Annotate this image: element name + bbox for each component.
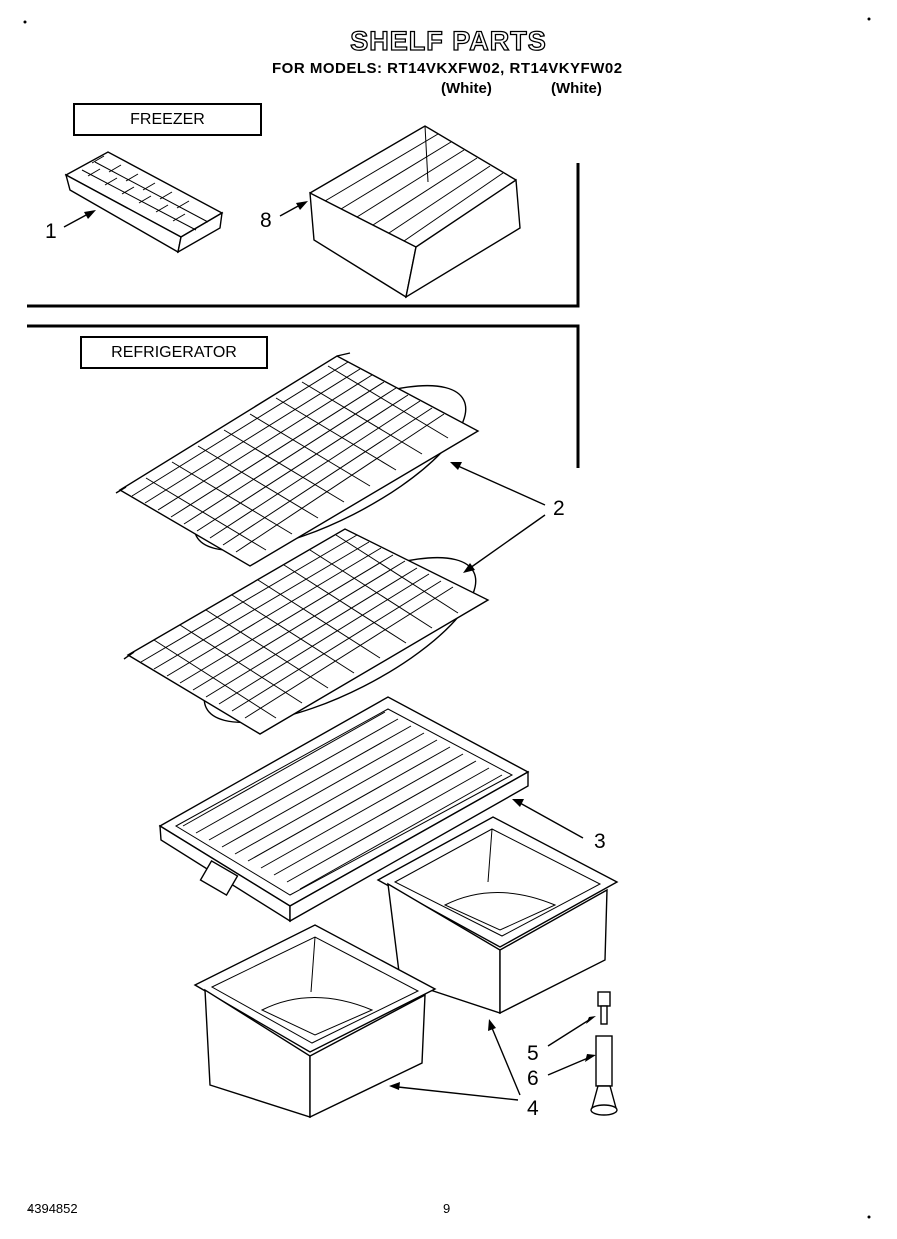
callout-arrow-1	[63, 210, 96, 228]
wire-shelf-lower	[123, 528, 490, 735]
callout-6: 6	[527, 1067, 539, 1090]
crisper-pan-left	[193, 924, 437, 1119]
scan-specks	[23, 17, 871, 1219]
page-title: SHELF PARTS	[350, 25, 547, 56]
section-frame-lines	[27, 163, 580, 468]
callout-1: 1	[45, 220, 57, 243]
leveling-leg	[590, 1035, 618, 1116]
freezer-section-label: FREEZER	[73, 103, 262, 136]
models-line: FOR MODELS: RT14VKXFW02, RT14VKYFW02	[272, 60, 623, 77]
callout-4: 4	[527, 1097, 539, 1120]
callout-arrow-6	[547, 1054, 596, 1076]
freezer-shelf	[309, 125, 521, 299]
document-number: 4394852	[27, 1201, 78, 1216]
callout-arrow-3	[512, 799, 584, 839]
callout-3: 3	[594, 830, 606, 853]
callout-8: 8	[260, 209, 272, 232]
refrigerator-section-label: REFRIGERATOR	[80, 336, 268, 369]
wire-shelf-upper	[115, 352, 480, 567]
color-note-left: (White)	[441, 80, 492, 97]
crisper-cover	[158, 696, 530, 923]
callout-arrows-2	[450, 462, 546, 573]
leveling-screw	[597, 991, 611, 1025]
callout-arrow-5	[547, 1016, 596, 1047]
callout-arrow-8	[279, 201, 308, 217]
color-note-right: (White)	[551, 80, 602, 97]
callout-2: 2	[553, 497, 565, 520]
page-number: 9	[443, 1201, 451, 1216]
ice-cube-tray	[64, 151, 224, 254]
callout-5: 5	[527, 1042, 539, 1065]
callout-arrows-4	[389, 1019, 521, 1101]
